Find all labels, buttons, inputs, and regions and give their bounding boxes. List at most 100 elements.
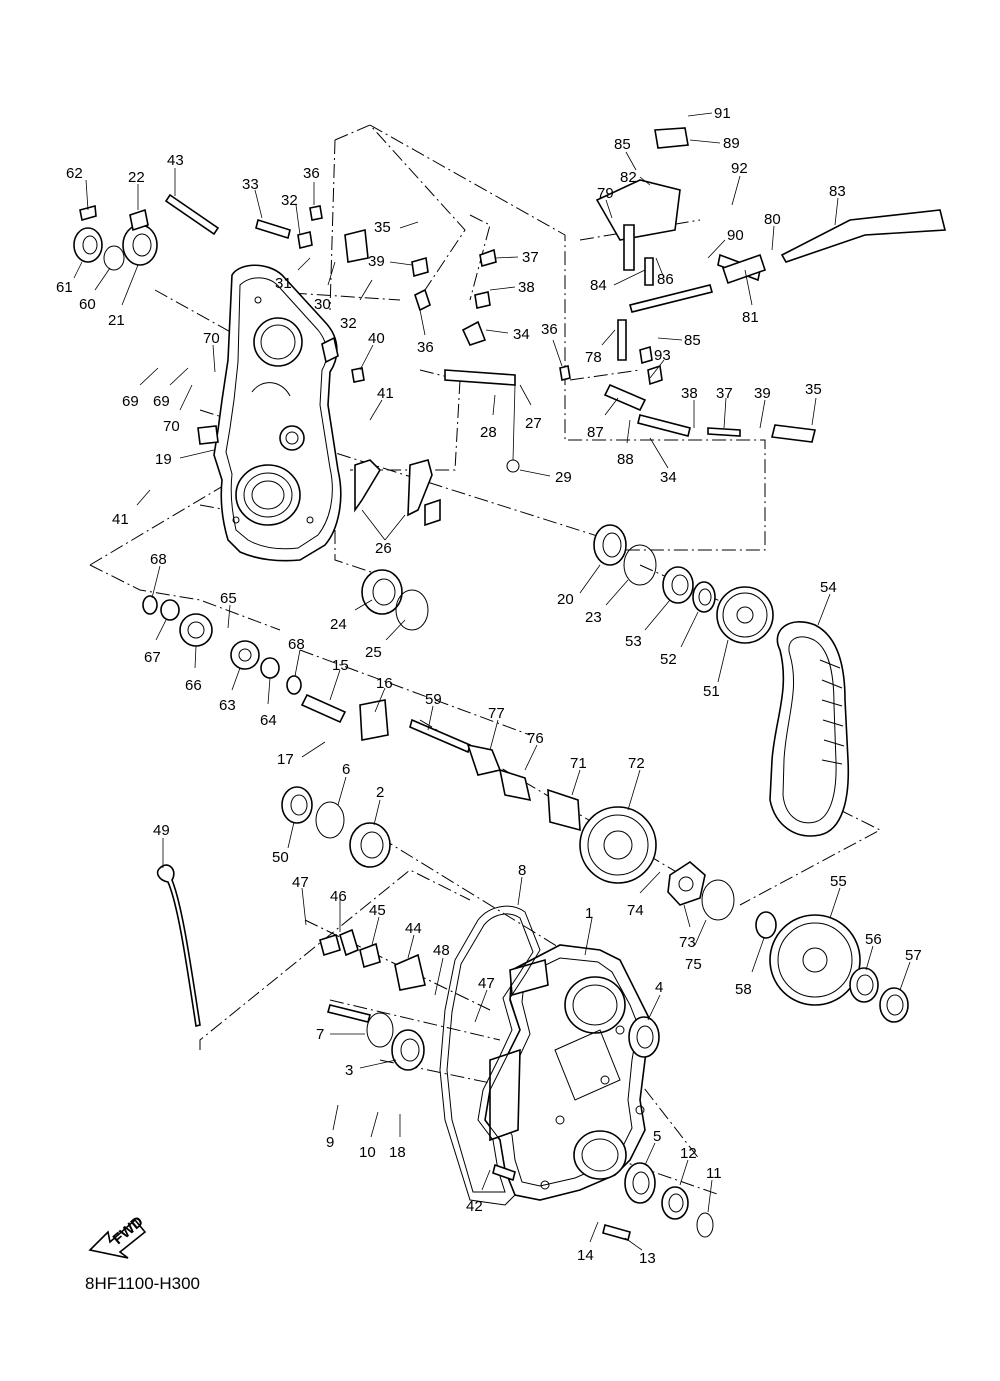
callout-34a: 34 bbox=[485, 326, 530, 343]
callout-74: 74 bbox=[627, 871, 661, 919]
callout-16: 16 bbox=[374, 675, 393, 713]
part-number-label: 70 bbox=[203, 330, 220, 347]
callout-54: 54 bbox=[817, 579, 837, 626]
callout-23: 23 bbox=[585, 579, 629, 626]
part-number-label: 72 bbox=[628, 755, 645, 772]
part-number-label: 43 bbox=[167, 152, 184, 169]
part-number-label: 13 bbox=[639, 1250, 656, 1267]
callout-73: 73 bbox=[679, 904, 696, 951]
callout-64: 64 bbox=[260, 677, 277, 729]
drive-chain bbox=[769, 621, 850, 837]
callout-30: 30 bbox=[314, 261, 336, 313]
part-number-label: 24 bbox=[330, 616, 347, 633]
part-number-label: 23 bbox=[585, 609, 602, 626]
part-number-label: 67 bbox=[144, 649, 161, 666]
part-number-label: 76 bbox=[527, 730, 544, 747]
part-number-label: 37 bbox=[716, 385, 733, 402]
callout-93: 93 bbox=[649, 347, 671, 379]
callout-62: 62 bbox=[66, 165, 89, 211]
callout-6: 6 bbox=[337, 761, 350, 806]
callout-5: 5 bbox=[644, 1128, 661, 1166]
callout-49: 49 bbox=[153, 822, 170, 868]
part-number-label: 19 bbox=[155, 451, 172, 468]
part-number-label: 25 bbox=[365, 644, 382, 661]
callout-67: 67 bbox=[144, 619, 167, 666]
part-number-label: 68 bbox=[288, 636, 305, 653]
part-number-label: 84 bbox=[590, 277, 607, 294]
callout-28: 28 bbox=[480, 394, 497, 441]
part-number-label: 74 bbox=[627, 902, 644, 919]
callout-61: 61 bbox=[56, 261, 83, 296]
callout-69a: 69 bbox=[122, 367, 159, 410]
part-number-label: 27 bbox=[525, 415, 542, 432]
callout-92: 92 bbox=[731, 160, 748, 206]
part-number-label: 70 bbox=[163, 418, 180, 435]
part-number-label: 46 bbox=[330, 888, 347, 905]
part-number-label: 41 bbox=[377, 385, 394, 402]
callout-50: 50 bbox=[272, 821, 295, 866]
part-number-label: 62 bbox=[66, 165, 83, 182]
bearings-seals bbox=[73, 224, 909, 1238]
part-number-label: 36 bbox=[417, 339, 434, 356]
callout-71: 71 bbox=[570, 755, 587, 796]
callout-66: 66 bbox=[185, 645, 202, 694]
part-number-label: 11 bbox=[706, 1165, 722, 1182]
callout-37b: 37 bbox=[716, 385, 733, 429]
gear-case bbox=[484, 944, 651, 1201]
part-number-label: 15 bbox=[332, 657, 349, 674]
callout-81: 81 bbox=[742, 269, 759, 326]
part-number-label: 60 bbox=[79, 296, 96, 313]
callout-89: 89 bbox=[689, 135, 740, 152]
part-number-label: 41 bbox=[112, 511, 129, 528]
callout-84: 84 bbox=[590, 269, 646, 294]
part-number-label: 80 bbox=[764, 211, 781, 228]
part-number-label: 37 bbox=[522, 249, 539, 266]
callout-39b: 39 bbox=[754, 385, 771, 429]
callout-37a: 37 bbox=[494, 249, 539, 266]
part-number-label: 91 bbox=[714, 105, 731, 122]
part-number-label: 73 bbox=[679, 934, 696, 951]
part-number-label: 75 bbox=[685, 956, 702, 973]
part-number-label: 10 bbox=[359, 1144, 376, 1161]
part-number-label: 63 bbox=[219, 697, 236, 714]
callout-72: 72 bbox=[627, 755, 645, 811]
callout-75: 75 bbox=[685, 919, 707, 973]
callout-40: 40 bbox=[359, 330, 385, 371]
part-number-label: 30 bbox=[314, 296, 331, 313]
callout-87: 87 bbox=[587, 397, 619, 441]
callout-90: 90 bbox=[707, 227, 744, 259]
callout-55: 55 bbox=[829, 873, 847, 919]
part-number-label: 68 bbox=[150, 551, 167, 568]
part-number-label: 35 bbox=[374, 219, 391, 236]
part-number-label: 38 bbox=[518, 279, 535, 296]
callout-79: 79 bbox=[597, 185, 614, 219]
part-number-label: 34 bbox=[513, 326, 530, 343]
callout-42: 42 bbox=[466, 1169, 491, 1215]
callout-58: 58 bbox=[735, 937, 765, 998]
callout-51: 51 bbox=[703, 639, 729, 700]
callout-70a: 70 bbox=[203, 330, 220, 373]
part-number-label: 36 bbox=[303, 165, 320, 182]
part-number-label: 45 bbox=[369, 902, 386, 919]
part-number-label: 64 bbox=[260, 712, 277, 729]
part-number-label: 58 bbox=[735, 981, 752, 998]
part-number-label: 89 bbox=[723, 135, 740, 152]
part-number-label: 17 bbox=[277, 751, 294, 768]
callout-68a: 68 bbox=[150, 551, 167, 599]
callout-78: 78 bbox=[585, 329, 616, 366]
part-number-label: 31 bbox=[275, 275, 292, 292]
part-number-label: 49 bbox=[153, 822, 170, 839]
part-number-label: 5 bbox=[653, 1128, 661, 1145]
part-number-label: 82 bbox=[620, 169, 637, 186]
part-number-label: 79 bbox=[597, 185, 614, 202]
callout-36b: 36 bbox=[417, 309, 434, 356]
part-number-label: 88 bbox=[617, 451, 634, 468]
part-number-label: 47 bbox=[292, 874, 309, 891]
callout-85a: 85 bbox=[614, 136, 637, 171]
part-number-label: 59 bbox=[425, 691, 442, 708]
callout-91: 91 bbox=[687, 105, 731, 122]
callout-69b: 69 bbox=[153, 367, 189, 410]
diagram-code: 8HF1100-H300 bbox=[85, 1274, 200, 1293]
part-number-label: 3 bbox=[345, 1062, 353, 1079]
